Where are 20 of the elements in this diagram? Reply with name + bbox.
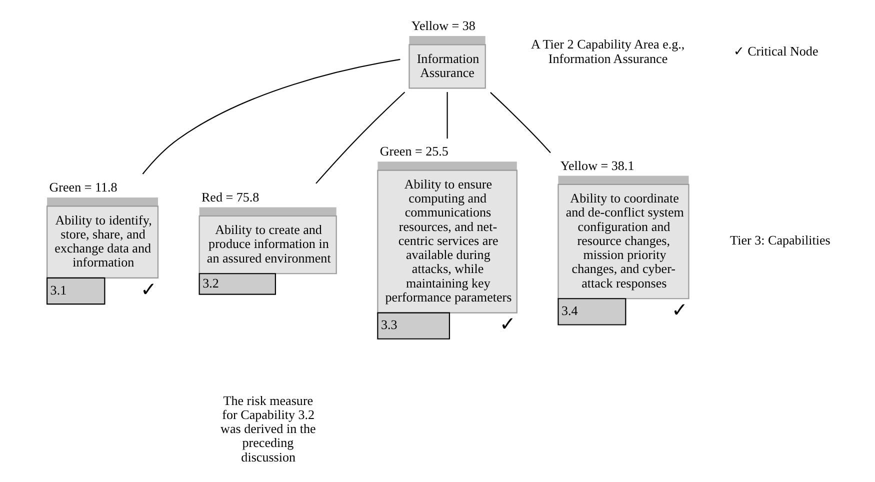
node-label: ✓ — [499, 314, 516, 336]
node-label: Yellow = 38.1 — [560, 158, 634, 173]
node-label: 3.3 — [380, 317, 398, 332]
label: The risk measure for Capability 3.2 was derived in the preceding discussion — [220, 392, 316, 464]
label: A Tier 2 Capability Area e.g., Information Assurance — [531, 36, 685, 66]
connector — [446, 92, 448, 139]
label: ✓ Critical Node — [733, 44, 818, 59]
node-label: 3.2 — [202, 275, 219, 290]
node-label: Green = 11.8 — [49, 180, 118, 195]
label: Tier 3: Capabilities — [730, 232, 830, 248]
node-label: Yellow = 38 — [411, 18, 476, 34]
node-label: ✓ — [671, 300, 688, 322]
node-label: 3.1 — [50, 282, 67, 298]
node-label: Green = 25.5 — [380, 144, 448, 159]
node-label: 3.4 — [561, 303, 578, 318]
node-label: Red = 75.8 — [201, 189, 260, 204]
node-label: ✓ — [140, 280, 158, 301]
connector — [490, 92, 551, 154]
connector — [142, 58, 400, 174]
connector — [316, 92, 406, 184]
